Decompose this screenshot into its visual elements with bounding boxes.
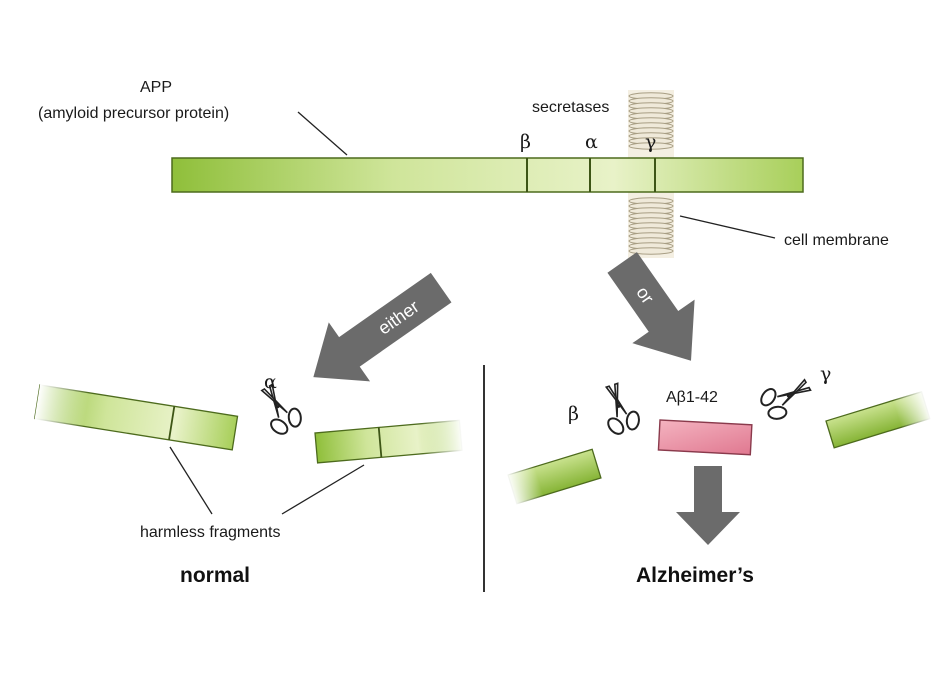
membrane-leader-line — [679, 215, 776, 239]
app-subtitle: (amyloid precursor protein) — [38, 105, 229, 122]
fragment-leader-left — [169, 446, 213, 515]
app-title: APP — [140, 79, 172, 96]
gamma-cut-fragment — [825, 389, 933, 449]
or-arrow: or — [607, 252, 695, 361]
secretases-label: secretases — [532, 99, 609, 116]
abeta-label: Aβ1-42 — [666, 389, 718, 406]
gamma-scissors-icon — [753, 368, 818, 428]
beta-scissors-icon — [593, 378, 646, 441]
gamma-site-label: γ — [645, 131, 656, 153]
app-protein-bar — [171, 157, 804, 193]
either-arrow: either — [313, 272, 452, 382]
alpha-scissors-icon — [250, 377, 310, 442]
abeta-fragment — [657, 419, 753, 456]
alpha-site-label: α — [585, 131, 598, 153]
alzheimers-label: Alzheimer’s — [636, 564, 754, 587]
beta-site-label: β — [520, 131, 531, 153]
cell-membrane-label: cell membrane — [784, 232, 889, 249]
gamma-cut-label: γ — [820, 363, 831, 385]
right-short-fragment — [314, 418, 465, 464]
alpha-cut-label: α — [264, 371, 277, 393]
alzheimers-down-arrow — [676, 466, 740, 545]
beta-cut-label: β — [568, 403, 579, 425]
beta-cut-fragment — [505, 448, 602, 507]
normal-label: normal — [180, 564, 250, 587]
left-fragment-long — [33, 383, 239, 451]
app-leader-line — [297, 111, 348, 156]
harmless-fragments-label: harmless fragments — [140, 524, 281, 541]
fragment-leader-right — [281, 464, 365, 515]
